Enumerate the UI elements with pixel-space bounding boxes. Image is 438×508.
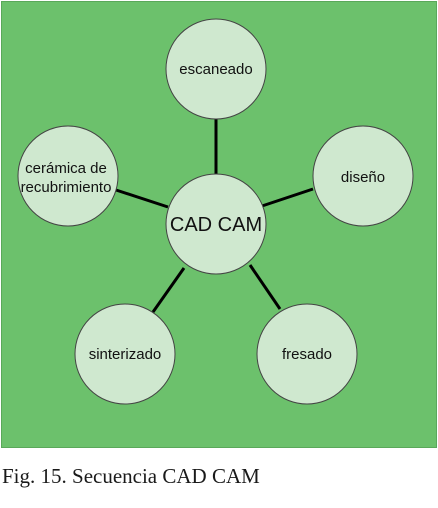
- connector-ceramica: [115, 188, 169, 209]
- node-ceramica-label-line1: cerámica de: [25, 160, 107, 177]
- node-ceramica: cerámica de recubrimiento: [17, 125, 119, 227]
- node-fresado-label: fresado: [282, 346, 332, 363]
- node-escaneado-label: escaneado: [179, 61, 252, 78]
- figure-caption: Fig. 15. Secuencia CAD CAM: [2, 464, 260, 488]
- node-ceramica-label-line2: recubrimiento: [21, 179, 112, 196]
- diagram: escaneado diseño fresado sinterizado cer…: [17, 18, 414, 405]
- connector-diseno: [261, 187, 314, 208]
- node-escaneado: escaneado: [165, 18, 267, 120]
- connector-fresado: [248, 264, 282, 310]
- node-diseno: diseño: [312, 125, 414, 227]
- center-node-label: CAD CAM: [170, 214, 262, 236]
- node-fresado: fresado: [256, 303, 358, 405]
- node-sinterizado: sinterizado: [74, 303, 176, 405]
- node-sinterizado-label: sinterizado: [89, 346, 162, 363]
- node-diseno-label: diseño: [341, 169, 385, 186]
- center-node: CAD CAM: [165, 173, 267, 275]
- connector-sinterizado: [151, 267, 186, 313]
